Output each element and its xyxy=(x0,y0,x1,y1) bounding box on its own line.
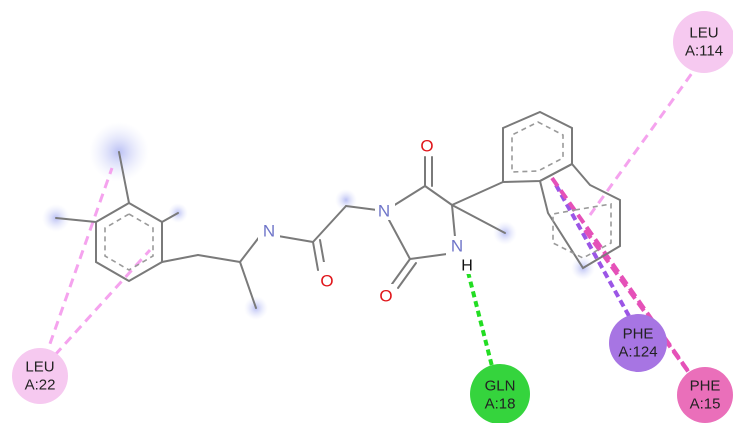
carbonyl-oxygen-top-label: O xyxy=(420,137,433,156)
ligand-molecule xyxy=(55,110,621,309)
amide-nitrogen-label: N xyxy=(263,222,275,241)
residue-leu22-chain: A:22 xyxy=(25,377,56,394)
residue-gln18-node[interactable] xyxy=(470,364,530,423)
residue-phe15[interactable]: PHE A:15 xyxy=(677,367,733,423)
residue-phe15-chain: A:15 xyxy=(690,396,721,413)
residue-gln18-name: GLN xyxy=(485,378,516,395)
ring-nitrogen-2-label: N xyxy=(451,237,463,256)
naphthalene-ring-a-aromatic xyxy=(511,121,564,173)
residue-leu114-node[interactable] xyxy=(673,11,733,73)
pi-sigma-line-phe124 xyxy=(554,184,636,326)
residue-leu114[interactable]: LEU A:114 xyxy=(673,11,733,73)
residue-phe124-node[interactable] xyxy=(609,314,667,372)
alkyl-line-leu22-a xyxy=(38,167,114,373)
naphthalene-ring-a xyxy=(502,110,573,184)
alkyl-line-leu22-b xyxy=(43,248,152,368)
residue-leu22-name: LEU xyxy=(25,359,54,376)
residue-phe15-node[interactable] xyxy=(677,367,733,423)
atom-labels: N O N O N H O xyxy=(258,136,476,306)
hydrogen-label: H xyxy=(461,258,473,275)
naphthalene-ring-b-aromatic xyxy=(552,203,612,259)
residue-phe15-name: PHE xyxy=(690,378,721,395)
alkyl-line-leu114 xyxy=(588,61,702,216)
residue-phe124-name: PHE xyxy=(623,326,654,343)
residue-leu22-node[interactable] xyxy=(12,348,68,404)
residue-phe124-chain: A:124 xyxy=(618,344,657,361)
residue-leu114-name: LEU xyxy=(689,25,718,42)
phenyl-ring-left-aromatic xyxy=(104,213,154,271)
halo-ch2 xyxy=(335,189,357,211)
ring-nitrogen-1-label: N xyxy=(378,202,390,221)
residue-phe124[interactable]: PHE A:124 xyxy=(609,314,667,372)
amide-oxygen-label: O xyxy=(320,272,333,291)
carbonyl-oxygen-bottom-label: O xyxy=(379,287,392,306)
residue-leu22[interactable]: LEU A:22 xyxy=(12,348,68,404)
residue-gln18[interactable]: GLN A:18 xyxy=(470,364,530,423)
naphthalene-ring-b xyxy=(538,162,621,270)
interaction-lines xyxy=(38,61,702,387)
hbond-line-gln18 xyxy=(466,271,497,379)
accessibility-halos xyxy=(42,122,595,320)
residue-leu114-chain: A:114 xyxy=(685,43,723,60)
residue-gln18-chain: A:18 xyxy=(485,396,516,413)
